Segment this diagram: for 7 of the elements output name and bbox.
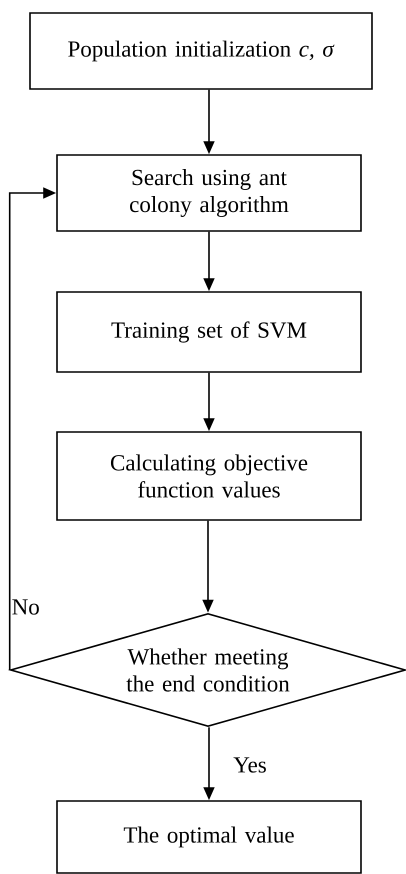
process-box: Population initialization c, σ <box>29 12 373 90</box>
process-box: The optimal value <box>56 800 362 874</box>
process-box: Training set of SVM <box>56 291 362 373</box>
edge-label: No <box>10 598 41 616</box>
edge-label: Yes <box>232 756 268 774</box>
process-box: Search using ant colony algorithm <box>56 154 362 232</box>
process-box: Calculating objective function values <box>56 431 362 521</box>
